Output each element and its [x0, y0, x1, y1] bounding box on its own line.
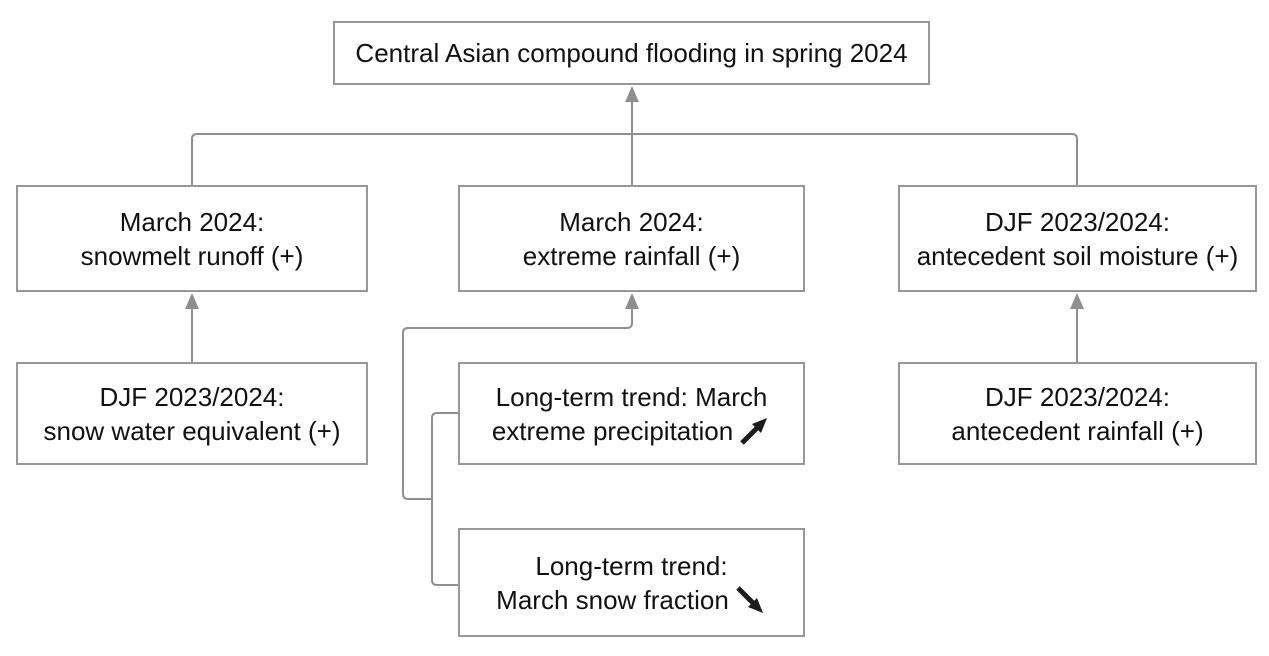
- box-antecedent-soil-moisture: DJF 2023/2024: antecedent soil moisture …: [898, 185, 1257, 292]
- arrowhead-rain-to-soil-moisture: [1070, 293, 1084, 309]
- box-compound-flooding: Central Asian compound flooding in sprin…: [333, 21, 930, 85]
- box-snow-fraction-trend-label: March snow fraction: [496, 584, 729, 615]
- box-antecedent-rainfall-line2: antecedent rainfall (+): [951, 415, 1204, 446]
- arrowhead-to-flooding: [625, 86, 639, 102]
- trend-up-arrow-icon: [737, 414, 771, 448]
- box-snow-water-equivalent-line1: DJF 2023/2024:: [99, 381, 285, 412]
- trend-down-arrow-icon: [733, 583, 767, 617]
- box-extreme-precipitation-trend: Long-term trend: March extreme precipita…: [458, 362, 805, 465]
- box-antecedent-soil-moisture-line2: antecedent soil moisture (+): [916, 240, 1239, 271]
- box-snow-water-equivalent: DJF 2023/2024: snow water equivalent (+): [16, 362, 368, 465]
- box-compound-flooding-label: Central Asian compound flooding in sprin…: [355, 38, 908, 68]
- box-extreme-rainfall: March 2024: extreme rainfall (+): [458, 185, 805, 292]
- box-snow-fraction-trend-line2: March snow fraction: [496, 583, 767, 617]
- connector-branch-rail: [191, 133, 1078, 185]
- box-extreme-precipitation-trend-line2: extreme precipitation: [492, 414, 771, 448]
- box-extreme-precipitation-trend-line1: Long-term trend: March: [495, 381, 768, 412]
- box-snowmelt-runoff-line1: March 2024:: [119, 206, 265, 237]
- box-antecedent-rainfall-line1: DJF 2023/2024:: [984, 381, 1170, 412]
- bracket-trend-boxes: [431, 412, 458, 586]
- box-snow-fraction-trend-line1: Long-term trend:: [535, 550, 728, 581]
- box-snowmelt-runoff-line2: snowmelt runoff (+): [80, 240, 304, 271]
- box-snow-fraction-trend: Long-term trend: March snow fraction: [458, 528, 805, 637]
- box-extreme-rainfall-line1: March 2024:: [559, 206, 704, 237]
- box-extreme-precipitation-trend-label: extreme precipitation: [491, 415, 734, 446]
- box-antecedent-rainfall: DJF 2023/2024: antecedent rainfall (+): [898, 362, 1257, 465]
- box-extreme-rainfall-line2: extreme rainfall (+): [522, 240, 741, 271]
- arrowhead-swe-to-snowmelt: [185, 293, 199, 309]
- arrowhead-trends-to-rainfall: [625, 293, 639, 309]
- box-snow-water-equivalent-line2: snow water equivalent (+): [43, 415, 341, 446]
- box-antecedent-soil-moisture-line1: DJF 2023/2024:: [984, 206, 1170, 237]
- box-snowmelt-runoff: March 2024: snowmelt runoff (+): [16, 185, 368, 292]
- arrow-shaft-trends-to-rainfall: [402, 308, 633, 500]
